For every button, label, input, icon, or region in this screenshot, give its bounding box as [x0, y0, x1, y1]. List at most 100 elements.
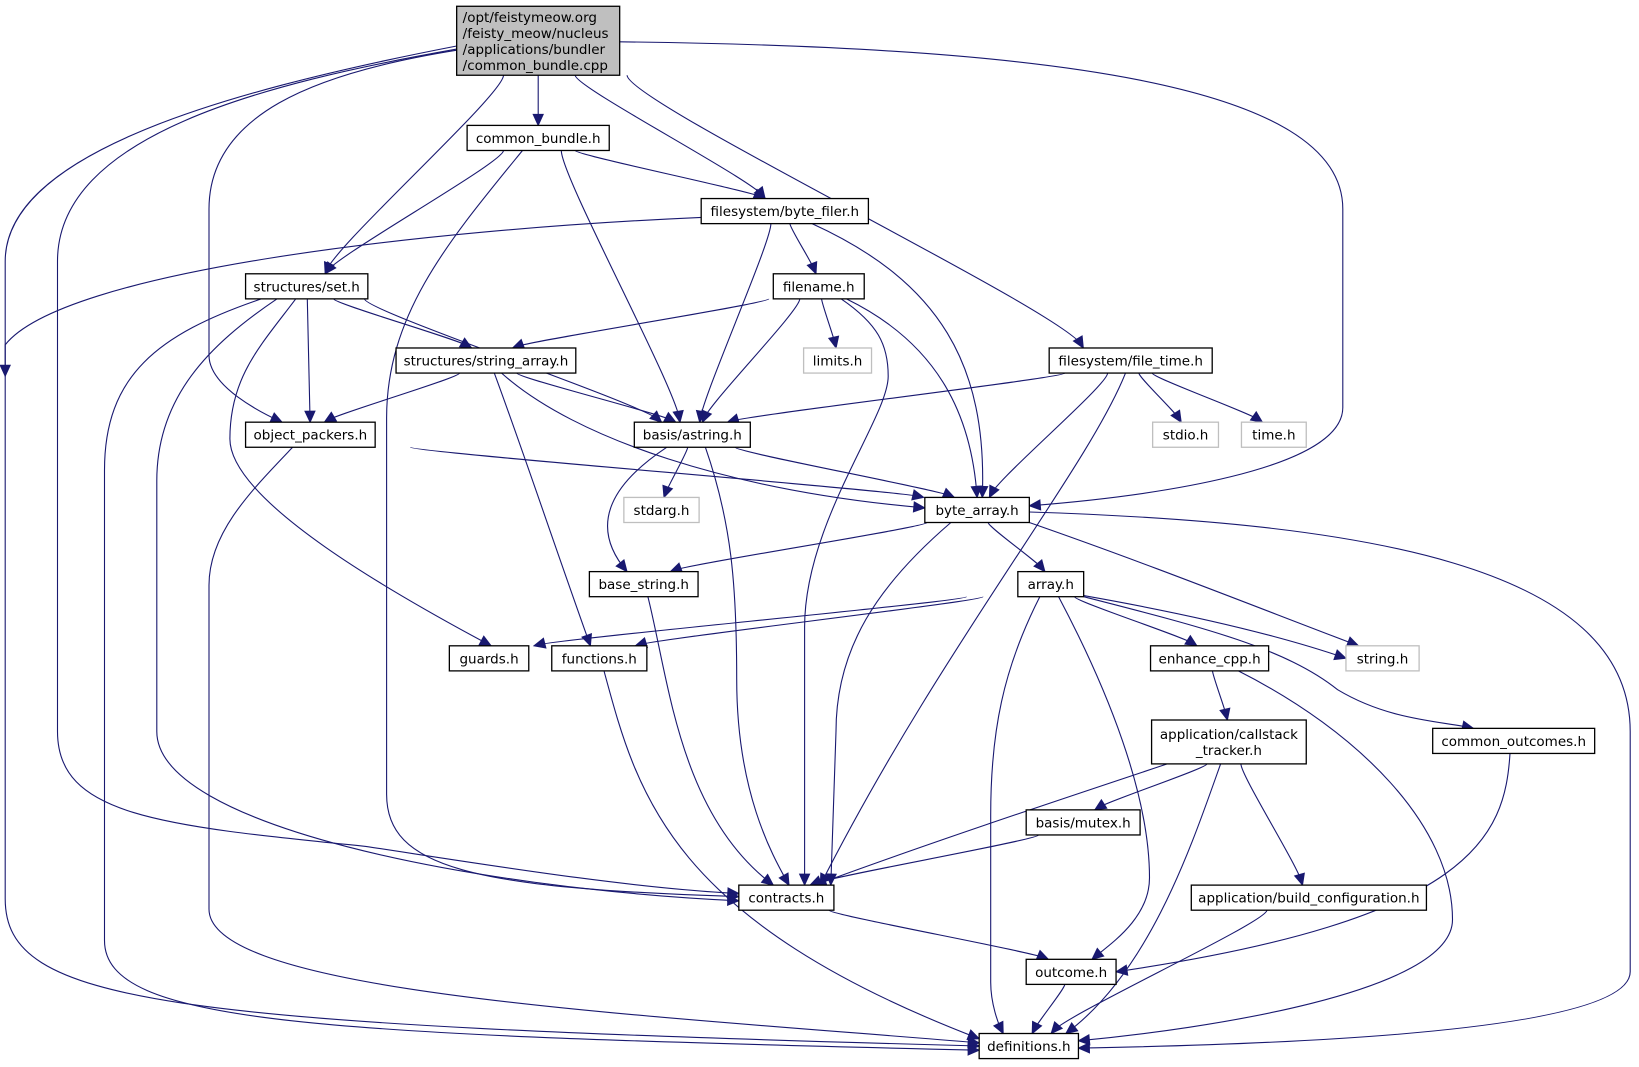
node-root-label: /common_bundle.cpp	[463, 58, 608, 74]
edge-byte-filer-h-to-filename-h-arrowhead	[806, 260, 818, 275]
edge-enhance-cpp-h-to-callstack-tracker-h-arrowhead	[1219, 707, 1231, 722]
edge-array-h-to-common-outcomes-h	[1083, 596, 1474, 729]
node-stdio-h-box	[1151, 421, 1220, 448]
node-contracts-h-label: contracts.h	[748, 891, 824, 907]
node-definitions-h[interactable]: definitions.h	[978, 1032, 1080, 1060]
node-object-packers-h-box[interactable]	[244, 421, 376, 448]
node-array-h[interactable]: array.h	[1017, 570, 1085, 598]
node-stdio-h-label: stdio.h	[1163, 428, 1209, 444]
node-byte-filer-h-box[interactable]	[700, 197, 870, 225]
edge-file-time-h-to-byte-array-h-arrowhead	[988, 484, 1000, 499]
node-common-outcomes-h-box[interactable]	[1432, 727, 1596, 755]
node-string-h: string.h	[1345, 645, 1420, 672]
edge-file-time-h-to-stdio-h-arrowhead	[1170, 409, 1182, 424]
node-common-bundle-h-box[interactable]	[466, 124, 610, 152]
edge-common-bundle-h-to-contracts-h	[386, 150, 739, 898]
edge-astring-h-to-base-string-h	[607, 446, 668, 572]
node-base-string-h-box[interactable]	[588, 570, 699, 598]
node-outcome-h-box[interactable]	[1025, 958, 1117, 986]
edge-common-bundle-h-to-byte-filer-h	[574, 149, 766, 200]
node-astring-h-label: basis/astring.h	[643, 428, 742, 444]
node-functions-h[interactable]: functions.h	[551, 645, 648, 672]
node-common-bundle-h[interactable]: common_bundle.h	[466, 124, 610, 152]
node-callstack-tracker-h-label: application/callstack	[1160, 727, 1298, 743]
node-root[interactable]: /opt/feistymeow.org/feisty_meow/nucleus/…	[456, 5, 621, 76]
node-byte-filer-h-label: filesystem/byte_filer.h	[711, 204, 860, 220]
node-build-configuration-h-box[interactable]	[1190, 884, 1428, 911]
edge-astring-h-to-stdarg-h-arrowhead	[662, 484, 674, 499]
edge-set-h-to-guards-h-arrowhead	[478, 635, 493, 647]
edge-set-h-to-definitions-h	[103, 298, 980, 1051]
edge-filename-h-to-limits-h-arrowhead	[827, 335, 840, 350]
edge-root-to-contracts-h	[56, 48, 739, 895]
node-string-h-label: string.h	[1357, 651, 1409, 667]
edge-file-time-h-to-time-h-arrowhead	[1249, 410, 1264, 423]
node-definitions-h-box[interactable]	[978, 1032, 1080, 1060]
edge-root-to-object-packers-h	[208, 49, 457, 423]
node-contracts-h-box[interactable]	[738, 884, 835, 911]
edge-callstack-tracker-h-to-build-configuration-h-arrowhead	[1293, 872, 1305, 887]
node-filename-h-label: filename.h	[783, 279, 855, 295]
node-string-array-h-label: structures/string_array.h	[404, 354, 569, 370]
node-set-h[interactable]: structures/set.h	[244, 273, 369, 300]
node-file-time-h[interactable]: filesystem/file_time.h	[1048, 347, 1213, 374]
edge-byte-filer-h-to-astring-h	[699, 223, 772, 423]
edge-array-h-to-enhance-cpp-h	[1074, 596, 1198, 647]
node-time-h-label: time.h	[1252, 428, 1295, 444]
node-callstack-tracker-h-box[interactable]	[1150, 719, 1307, 765]
node-file-time-h-box[interactable]	[1048, 347, 1213, 374]
node-root-label: /opt/feistymeow.org	[463, 10, 597, 26]
edge-astring-h-to-byte-array-h	[734, 446, 955, 498]
edge-filename-h-to-astring-h-arrowhead	[701, 409, 713, 424]
node-set-h-box[interactable]	[244, 273, 369, 300]
node-callstack-tracker-h[interactable]: application/callstack_tracker.h	[1150, 719, 1307, 765]
edge-callstack-tracker-h-to-definitions-h-arrowhead	[1064, 1021, 1079, 1035]
edge-filename-h-to-string-array-h	[512, 298, 770, 349]
node-mutex-h[interactable]: basis/mutex.h	[1025, 809, 1141, 836]
node-mutex-h-box[interactable]	[1025, 809, 1141, 836]
node-enhance-cpp-h[interactable]: enhance_cpp.h	[1149, 645, 1270, 672]
edge-filename-h-to-astring-h	[701, 298, 801, 423]
node-guards-h[interactable]: guards.h	[448, 645, 530, 672]
node-common-outcomes-h[interactable]: common_outcomes.h	[1432, 727, 1596, 755]
node-object-packers-h[interactable]: object_packers.h	[244, 421, 376, 448]
edge-array-h-to-enhance-cpp-h-arrowhead	[1184, 634, 1198, 647]
edge-file-time-h-to-byte-array-h	[988, 372, 1109, 498]
node-astring-h-box[interactable]	[633, 421, 751, 448]
node-astring-h[interactable]: basis/astring.h	[633, 421, 751, 448]
node-byte-array-h-box[interactable]	[924, 496, 1030, 524]
edge-filename-h-to-contracts-h	[804, 298, 889, 886]
edge-array-h-to-outcome-h	[1058, 596, 1151, 960]
node-string-array-h[interactable]: structures/string_array.h	[395, 347, 577, 374]
edge-string-array-h-to-object-packers-h-arrowhead	[323, 411, 338, 423]
edge-common-bundle-h-to-astring-h-arrowhead	[672, 409, 684, 424]
node-byte-array-h[interactable]: byte_array.h	[924, 496, 1030, 524]
edge-base-string-h-to-contracts-h	[647, 596, 774, 886]
node-string-array-h-box[interactable]	[395, 347, 577, 374]
node-set-h-label: structures/set.h	[254, 279, 360, 295]
node-functions-h-box[interactable]	[551, 645, 648, 672]
node-enhance-cpp-h-box[interactable]	[1149, 645, 1270, 672]
edge-root-to-file-time-h-arrowhead	[1072, 335, 1084, 350]
node-base-string-h[interactable]: base_string.h	[588, 570, 699, 598]
node-guards-h-box[interactable]	[448, 645, 530, 672]
node-outcome-h[interactable]: outcome.h	[1025, 958, 1117, 986]
node-build-configuration-h[interactable]: application/build_configuration.h	[1190, 884, 1428, 911]
edge-object-packers-h-to-byte-array-h	[409, 446, 925, 498]
edge-string-array-h-to-functions-h-arrowhead	[581, 633, 592, 647]
node-definitions-h-label: definitions.h	[987, 1039, 1070, 1055]
edge-array-h-to-definitions-h-arrowhead	[992, 1020, 1004, 1035]
node-filename-h-box[interactable]	[772, 273, 865, 300]
edge-array-h-to-functions-h	[634, 596, 984, 647]
node-filename-h[interactable]: filename.h	[772, 273, 865, 300]
node-root-box[interactable]	[456, 5, 621, 76]
edge-array-h-to-guards-h	[533, 596, 968, 647]
edge-set-h-to-string-array-h	[333, 298, 473, 349]
node-array-h-box[interactable]	[1017, 570, 1085, 598]
node-limits-h-label: limits.h	[813, 354, 863, 370]
node-common-bundle-h-label: common_bundle.h	[476, 131, 601, 147]
node-byte-filer-h[interactable]: filesystem/byte_filer.h	[700, 197, 870, 225]
edge-byte-array-h-to-definitions-h-arrowhead	[1077, 1042, 1091, 1054]
node-contracts-h[interactable]: contracts.h	[738, 884, 835, 911]
